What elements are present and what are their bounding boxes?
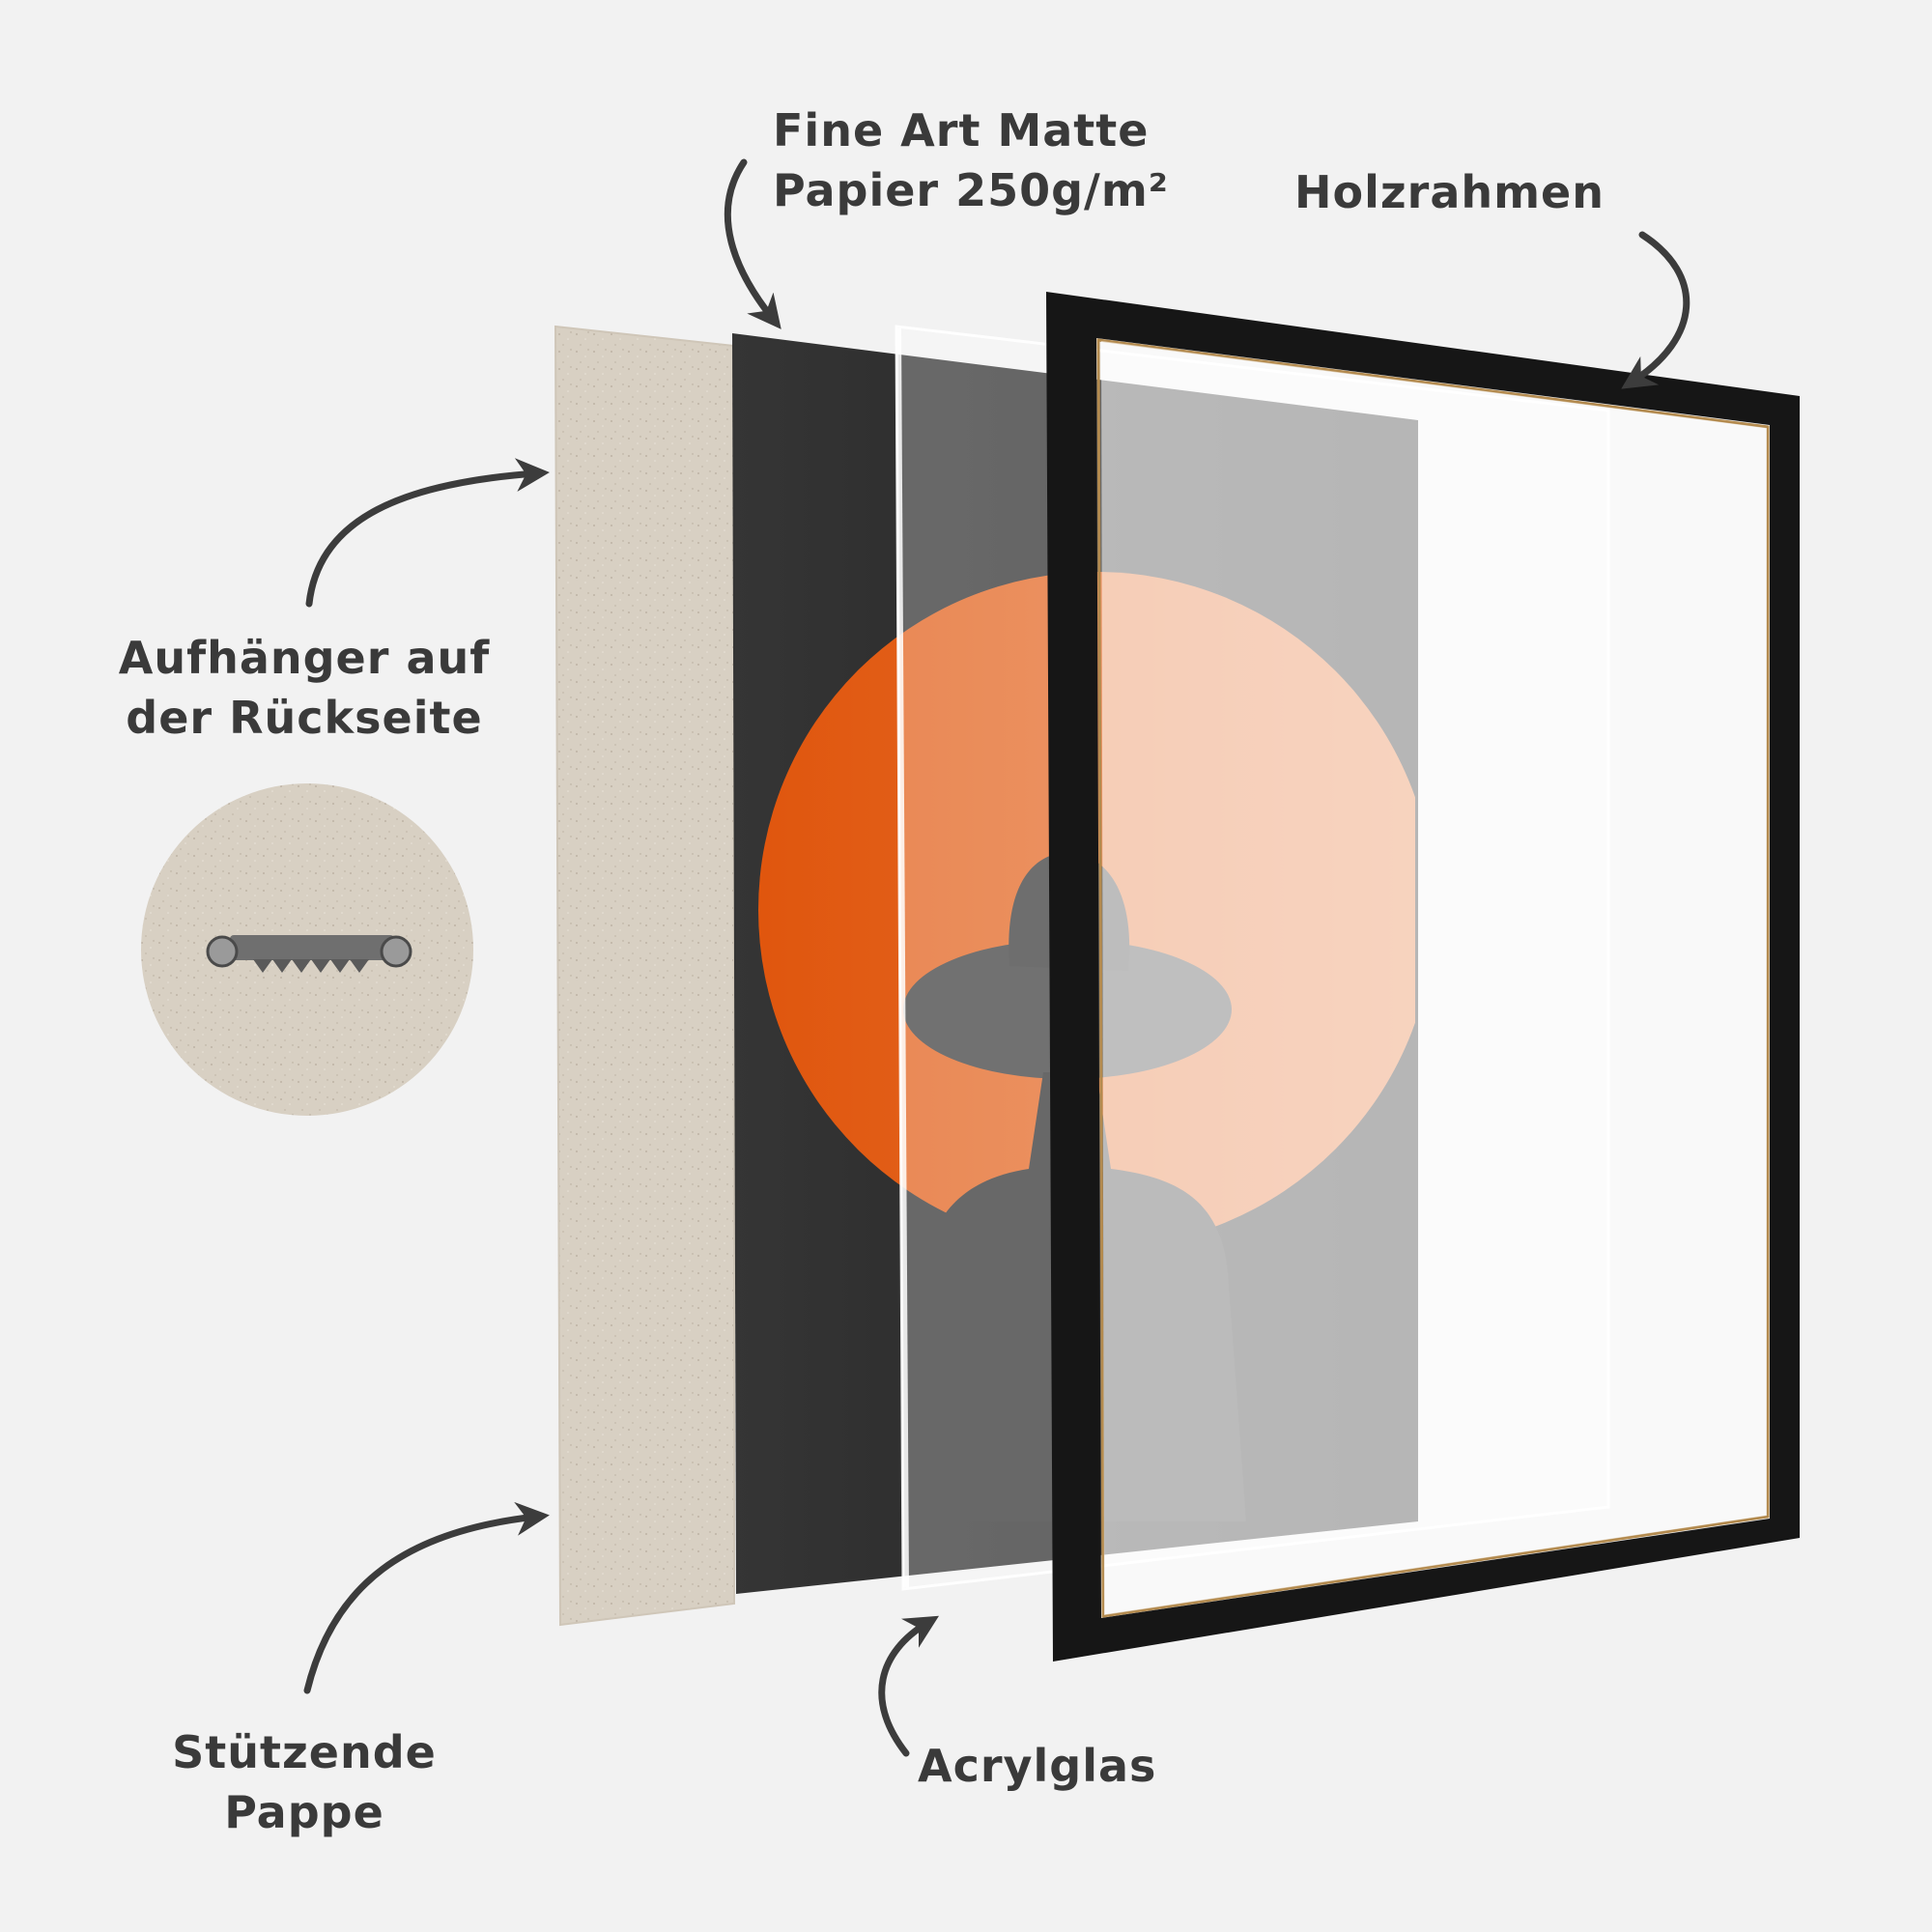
label-acrylic-glass: Acrylglas xyxy=(918,1736,1156,1796)
label-supporting-cardboard: Stützende Pappe xyxy=(155,1722,454,1842)
curved-arrow-icon xyxy=(303,1501,550,1694)
curved-arrow-icon xyxy=(1621,231,1690,389)
label-line: Holzrahmen xyxy=(1294,166,1605,218)
curved-arrow-icon xyxy=(878,1615,940,1757)
label-line: Stützende xyxy=(172,1726,437,1778)
label-line: Aufhänger auf xyxy=(118,632,491,684)
label-hanger: Aufhänger auf der Rückseite xyxy=(106,628,502,748)
label-fine-art-paper: Fine Art Matte Papier 250g/m² xyxy=(773,100,1169,220)
curved-arrow-icon xyxy=(305,458,550,608)
hanger-detail-circle xyxy=(141,783,473,1116)
label-line: Fine Art Matte xyxy=(773,104,1150,156)
label-line: Acrylglas xyxy=(918,1740,1157,1792)
label-line: Papier 250g/m² xyxy=(773,164,1169,216)
cardboard-backing xyxy=(554,325,735,1627)
label-wood-frame: Holzrahmen xyxy=(1294,162,1605,222)
wooden-frame xyxy=(1046,292,1800,1662)
curved-arrow-icon xyxy=(724,158,781,329)
label-line: der Rückseite xyxy=(126,692,483,744)
sawtooth-hanger-icon xyxy=(206,935,412,973)
label-line: Pappe xyxy=(224,1786,384,1838)
